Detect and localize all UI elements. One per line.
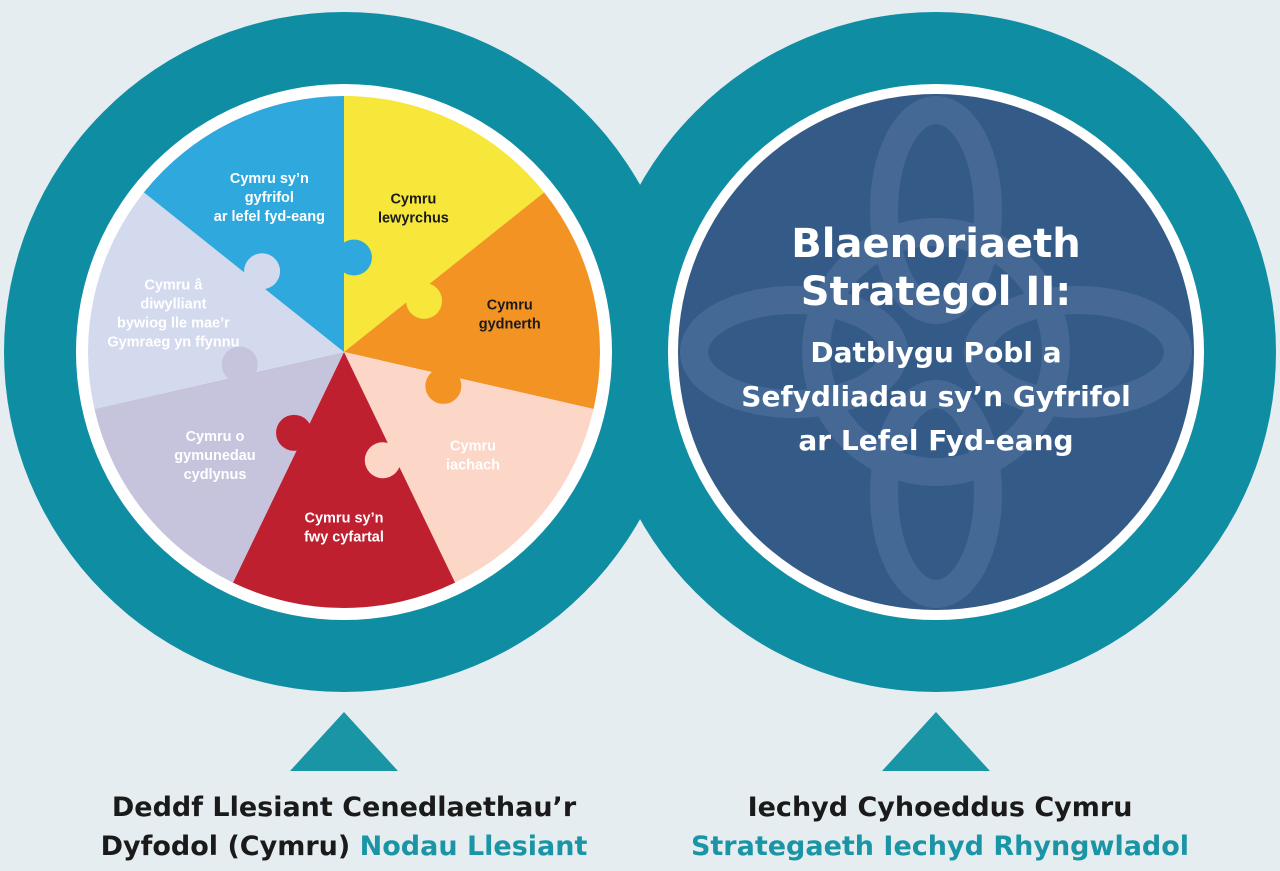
wheel-label-line: Cymru [487,298,533,314]
wheel-segment-5 [94,352,344,583]
wheel-segment-2 [344,192,600,409]
puzzle-knob-2 [425,367,462,404]
wheel-segment-1 [344,96,545,352]
puzzle-knob-6 [244,253,281,290]
strategic-priority-sub-line3: ar Lefel Fyd-eang [798,424,1073,457]
wheel-label-5: Cymru o gymunedau cydlynus [174,429,255,483]
wheel-label-line: Cymru sy’n [305,511,384,527]
left-caption-line2: Dyfodol (Cymru) Nodau Llesiant [44,827,644,866]
wellbeing-goals-wheel [88,96,600,608]
left-caption-plain: Dyfodol (Cymru) [100,831,351,862]
left-caption-line1: Deddf Llesiant Cenedlaethau’r [111,792,577,823]
puzzle-knob-3 [364,442,401,479]
wheel-label-line: cydlynus [184,467,247,483]
wheel-label-3: Cymru iachach [446,438,500,473]
wheel-label-line: Gymraeg yn ffynnu [107,335,239,351]
left-pointer-triangle [290,712,398,771]
wheel-label-1: Cymru lewyrchus [378,191,449,226]
wheel-label-line: lewyrchus [378,210,449,226]
wheel-label-line: fwy cyfartal [304,530,384,546]
right-caption-line1: Iechyd Cyhoeddus Cymru [747,792,1133,823]
wheel-segment-4 [232,352,456,608]
wheel-label-7: Cymru sy’n gyfrifol ar lefel fyd-eang [214,171,325,225]
right-caption-line2: Strategaeth Iechyd Rhyngwladol [690,831,1190,862]
wheel-segment-3 [344,352,594,583]
strategic-priority-heading-line2: Strategol II: [801,269,1071,315]
wheel-label-line: iachach [446,457,500,473]
wheel-label-4: Cymru sy’n fwy cyfartal [304,511,384,546]
celtic-knot-pattern [680,96,1192,608]
wheel-label-line: Cymru sy’n [230,171,309,187]
right-pointer-triangle [882,712,990,771]
left-caption: Deddf Llesiant Cenedlaethau’r Dyfodol (C… [44,788,644,866]
wheel-label-line: Cymru [450,438,496,454]
puzzle-knob-5 [221,346,258,383]
puzzle-connectors [221,239,462,479]
strategic-priority-sub-line2: Sefydliadau sy’n Gyfrifol [741,380,1130,413]
wheel-label-line: gymunedau [174,448,255,464]
puzzle-knob-1 [406,282,443,319]
wheel-label-line: diwylliant [140,297,206,313]
strategic-priority-heading-line1: Blaenoriaeth [791,221,1080,267]
puzzle-knob-7 [335,239,372,276]
wheel-label-line: Cymru â [144,278,203,294]
wheel-label-line: ar lefel fyd-eang [214,209,325,225]
wheel-label-line: bywiog lle mae’r [117,316,230,332]
right-disc [678,94,1194,610]
wheel-segment-6 [88,192,344,409]
wheel-label-line: Cymru [390,191,436,207]
strategic-priority-sub-line1: Datblygu Pobl a [810,336,1061,369]
wheel-label-line: Cymru o [186,429,245,445]
wheel-segment-7 [143,96,344,352]
right-caption: Iechyd Cyhoeddus Cymru Strategaeth Iechy… [640,788,1240,866]
puzzle-knob-4 [276,414,313,451]
wheel-label-line: gydnerth [479,317,541,333]
wheel-label-2: Cymru gydnerth [479,298,541,333]
left-caption-accent: Nodau Llesiant [359,831,588,862]
wheel-label-line: gyfrifol [245,190,294,206]
